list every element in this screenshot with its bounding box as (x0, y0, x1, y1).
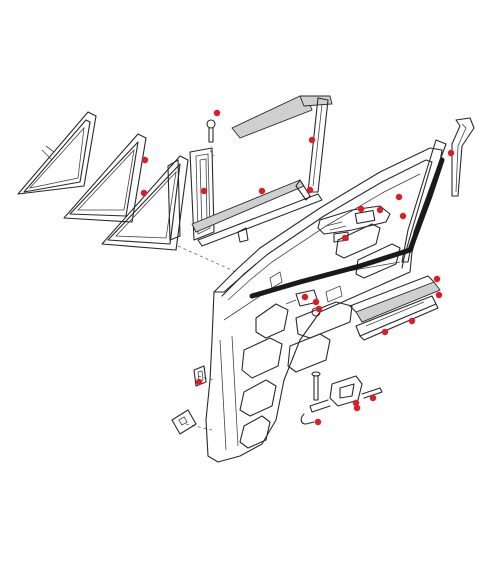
hotspot-vent-window-rubber[interactable] (140, 189, 148, 197)
door-weatherstrip (249, 157, 445, 299)
hotspot-door-check-strap-a[interactable] (352, 399, 360, 407)
door-pocket-trim (355, 295, 439, 341)
hotspot-lock-mechanism-a[interactable] (301, 293, 309, 301)
hotspot-window-scraper-outer[interactable] (306, 186, 314, 194)
window-channel-front (213, 263, 257, 293)
door-shell (205, 147, 443, 463)
latch-cover-plate (171, 409, 197, 435)
window-frame-seal (231, 95, 333, 193)
hotspot-door-pocket-trim-c[interactable] (381, 328, 389, 336)
hotspot-hinge-pin[interactable] (314, 418, 322, 426)
hotspot-window-regulator-clip[interactable] (195, 378, 203, 386)
hotspot-door-handle-assembly-a[interactable] (357, 205, 365, 213)
screw (206, 119, 216, 143)
vent-window-glass-seal (63, 133, 147, 223)
hotspot-screw[interactable] (213, 109, 221, 117)
window-regulator-clip (193, 365, 207, 387)
hotspot-lock-mechanism-b[interactable] (312, 298, 320, 306)
hotspot-door-handle-assembly-b[interactable] (376, 206, 384, 214)
hotspot-door-check-strap-c[interactable] (353, 404, 361, 412)
hotspot-lock-mechanism-c[interactable] (315, 305, 323, 313)
hotspot-division-bar[interactable] (200, 187, 208, 195)
hotspot-door-check-strap-b[interactable] (369, 394, 377, 402)
hotspot-door-handle-assembly-d[interactable] (341, 234, 349, 242)
hotspots (140, 109, 455, 426)
hotspot-door-weatherstrip[interactable] (395, 193, 403, 201)
window-scraper-inner (191, 179, 311, 233)
armrest-trim (349, 275, 441, 323)
window-channel-rear (401, 117, 475, 263)
hotspot-vent-window-glass-seal[interactable] (141, 156, 149, 164)
window-scraper-outer (197, 193, 323, 247)
hotspot-armrest-trim[interactable] (433, 275, 441, 283)
vent-window-rubber (101, 155, 189, 251)
hotspot-window-scraper-inner[interactable] (258, 187, 266, 195)
hotspot-door-pocket-trim-a[interactable] (435, 291, 443, 299)
division-bar (167, 147, 215, 241)
hotspot-window-channel-rear[interactable] (447, 149, 455, 157)
vent-window-frame (17, 111, 97, 195)
hotspot-window-frame-seal[interactable] (308, 136, 316, 144)
hinge-pin (300, 371, 321, 425)
hotspot-door-handle-assembly-c[interactable] (399, 212, 407, 220)
door-check-strap (309, 375, 383, 413)
hotspot-door-pocket-trim-b[interactable] (408, 317, 416, 325)
